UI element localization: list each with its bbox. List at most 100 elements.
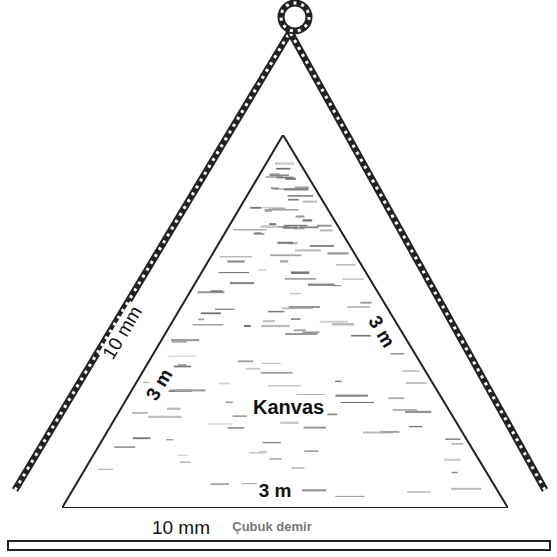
canvas-texture [308,284,335,286]
canvas-texture [310,245,334,247]
canvas-texture [233,416,247,417]
canvas-texture [227,427,244,429]
canvas-texture [285,333,317,335]
canvas-label: Kanvas [250,395,327,419]
canvas-texture [227,260,245,262]
canvas-texture [238,360,253,362]
canvas-texture [230,282,254,284]
canvas-texture [335,381,341,383]
canvas-texture [277,162,295,164]
rope-loop [281,3,309,31]
canvas-texture [176,389,206,391]
canvas-texture [265,210,272,212]
canvas-texture [290,293,301,294]
canvas-texture [284,225,307,226]
canvas-texture [299,226,319,228]
canvas-texture [336,264,355,265]
canvas-texture [296,215,305,217]
canvas-texture [211,483,229,485]
rope-loop-links [281,3,309,31]
canvas-texture [320,229,333,231]
canvas-texture [347,306,369,307]
canvas-texture [277,242,293,244]
canvas-texture [280,260,288,262]
side-dimension: 3 m [257,481,294,502]
canvas-texture [265,209,299,210]
canvas-texture [288,199,299,201]
canvas-texture [178,455,188,456]
canvas-texture [262,363,281,364]
canvas-texture [291,271,309,274]
canvas-texture [285,178,296,180]
canvas-texture [268,311,285,313]
canvas-texture [405,411,431,413]
canvas-texture [114,446,135,448]
canvas-texture [282,308,313,310]
canvas-texture [98,469,113,470]
canvas-texture [451,488,481,490]
iron-bar [8,541,550,550]
canvas-texture [304,451,318,452]
canvas-texture [249,452,266,453]
canvas-texture [388,397,404,399]
canvas-texture [303,201,318,203]
canvas-texture [198,319,204,321]
canvas-texture [303,219,313,221]
canvas-texture [445,438,460,440]
canvas-texture [211,290,223,292]
canvas-texture [327,252,348,254]
canvas-texture [409,426,422,427]
canvas-texture [261,225,278,227]
canvas-texture [341,402,374,403]
canvas-texture [268,207,286,209]
canvas-texture [251,207,262,209]
canvas-texture [233,229,266,230]
canvas-texture [335,394,368,396]
canvas-texture [401,371,420,372]
canvas-texture [244,325,251,327]
canvas-texture [304,427,327,429]
canvas-texture [261,226,289,227]
canvas-texture [452,443,464,445]
canvas-texture [317,225,332,227]
canvas-texture [269,223,276,225]
canvas-texture [444,459,461,461]
canvas-texture [380,431,399,433]
canvas-texture [269,458,282,460]
canvas-texture [219,272,250,273]
canvas-texture [258,269,266,270]
canvas-texture [295,249,321,251]
canvas-texture [219,383,230,385]
canvas-texture [261,325,289,327]
canvas-texture [342,278,364,280]
canvas-texture [271,187,279,189]
canvas-texture [302,489,326,491]
canvas-texture [178,364,187,366]
canvas-texture [261,372,293,373]
canvas-texture [263,320,275,322]
canvas-texture [259,451,267,453]
canvas-texture [288,195,314,196]
canvas-texture [320,321,348,323]
canvas-texture [215,309,235,310]
canvas-texture [407,491,430,492]
canvas-texture [133,437,151,439]
canvas-texture [270,254,301,256]
canvas-texture [280,422,298,424]
canvas-texture [180,462,191,463]
canvas-texture [285,278,316,280]
canvas-texture [272,208,286,209]
canvas-texture [171,339,199,341]
canvas-texture [226,401,233,403]
canvas-texture [391,353,405,355]
canvas-texture [220,256,253,257]
canvas-texture [294,329,306,331]
canvas-texture [208,423,233,424]
canvas-texture [148,416,181,418]
canvas-texture [254,233,265,234]
canvas-texture [268,385,301,387]
canvas-texture [335,496,364,497]
canvas-texture [172,341,187,342]
canvas-texture [292,467,305,468]
canvas-texture [303,332,320,333]
